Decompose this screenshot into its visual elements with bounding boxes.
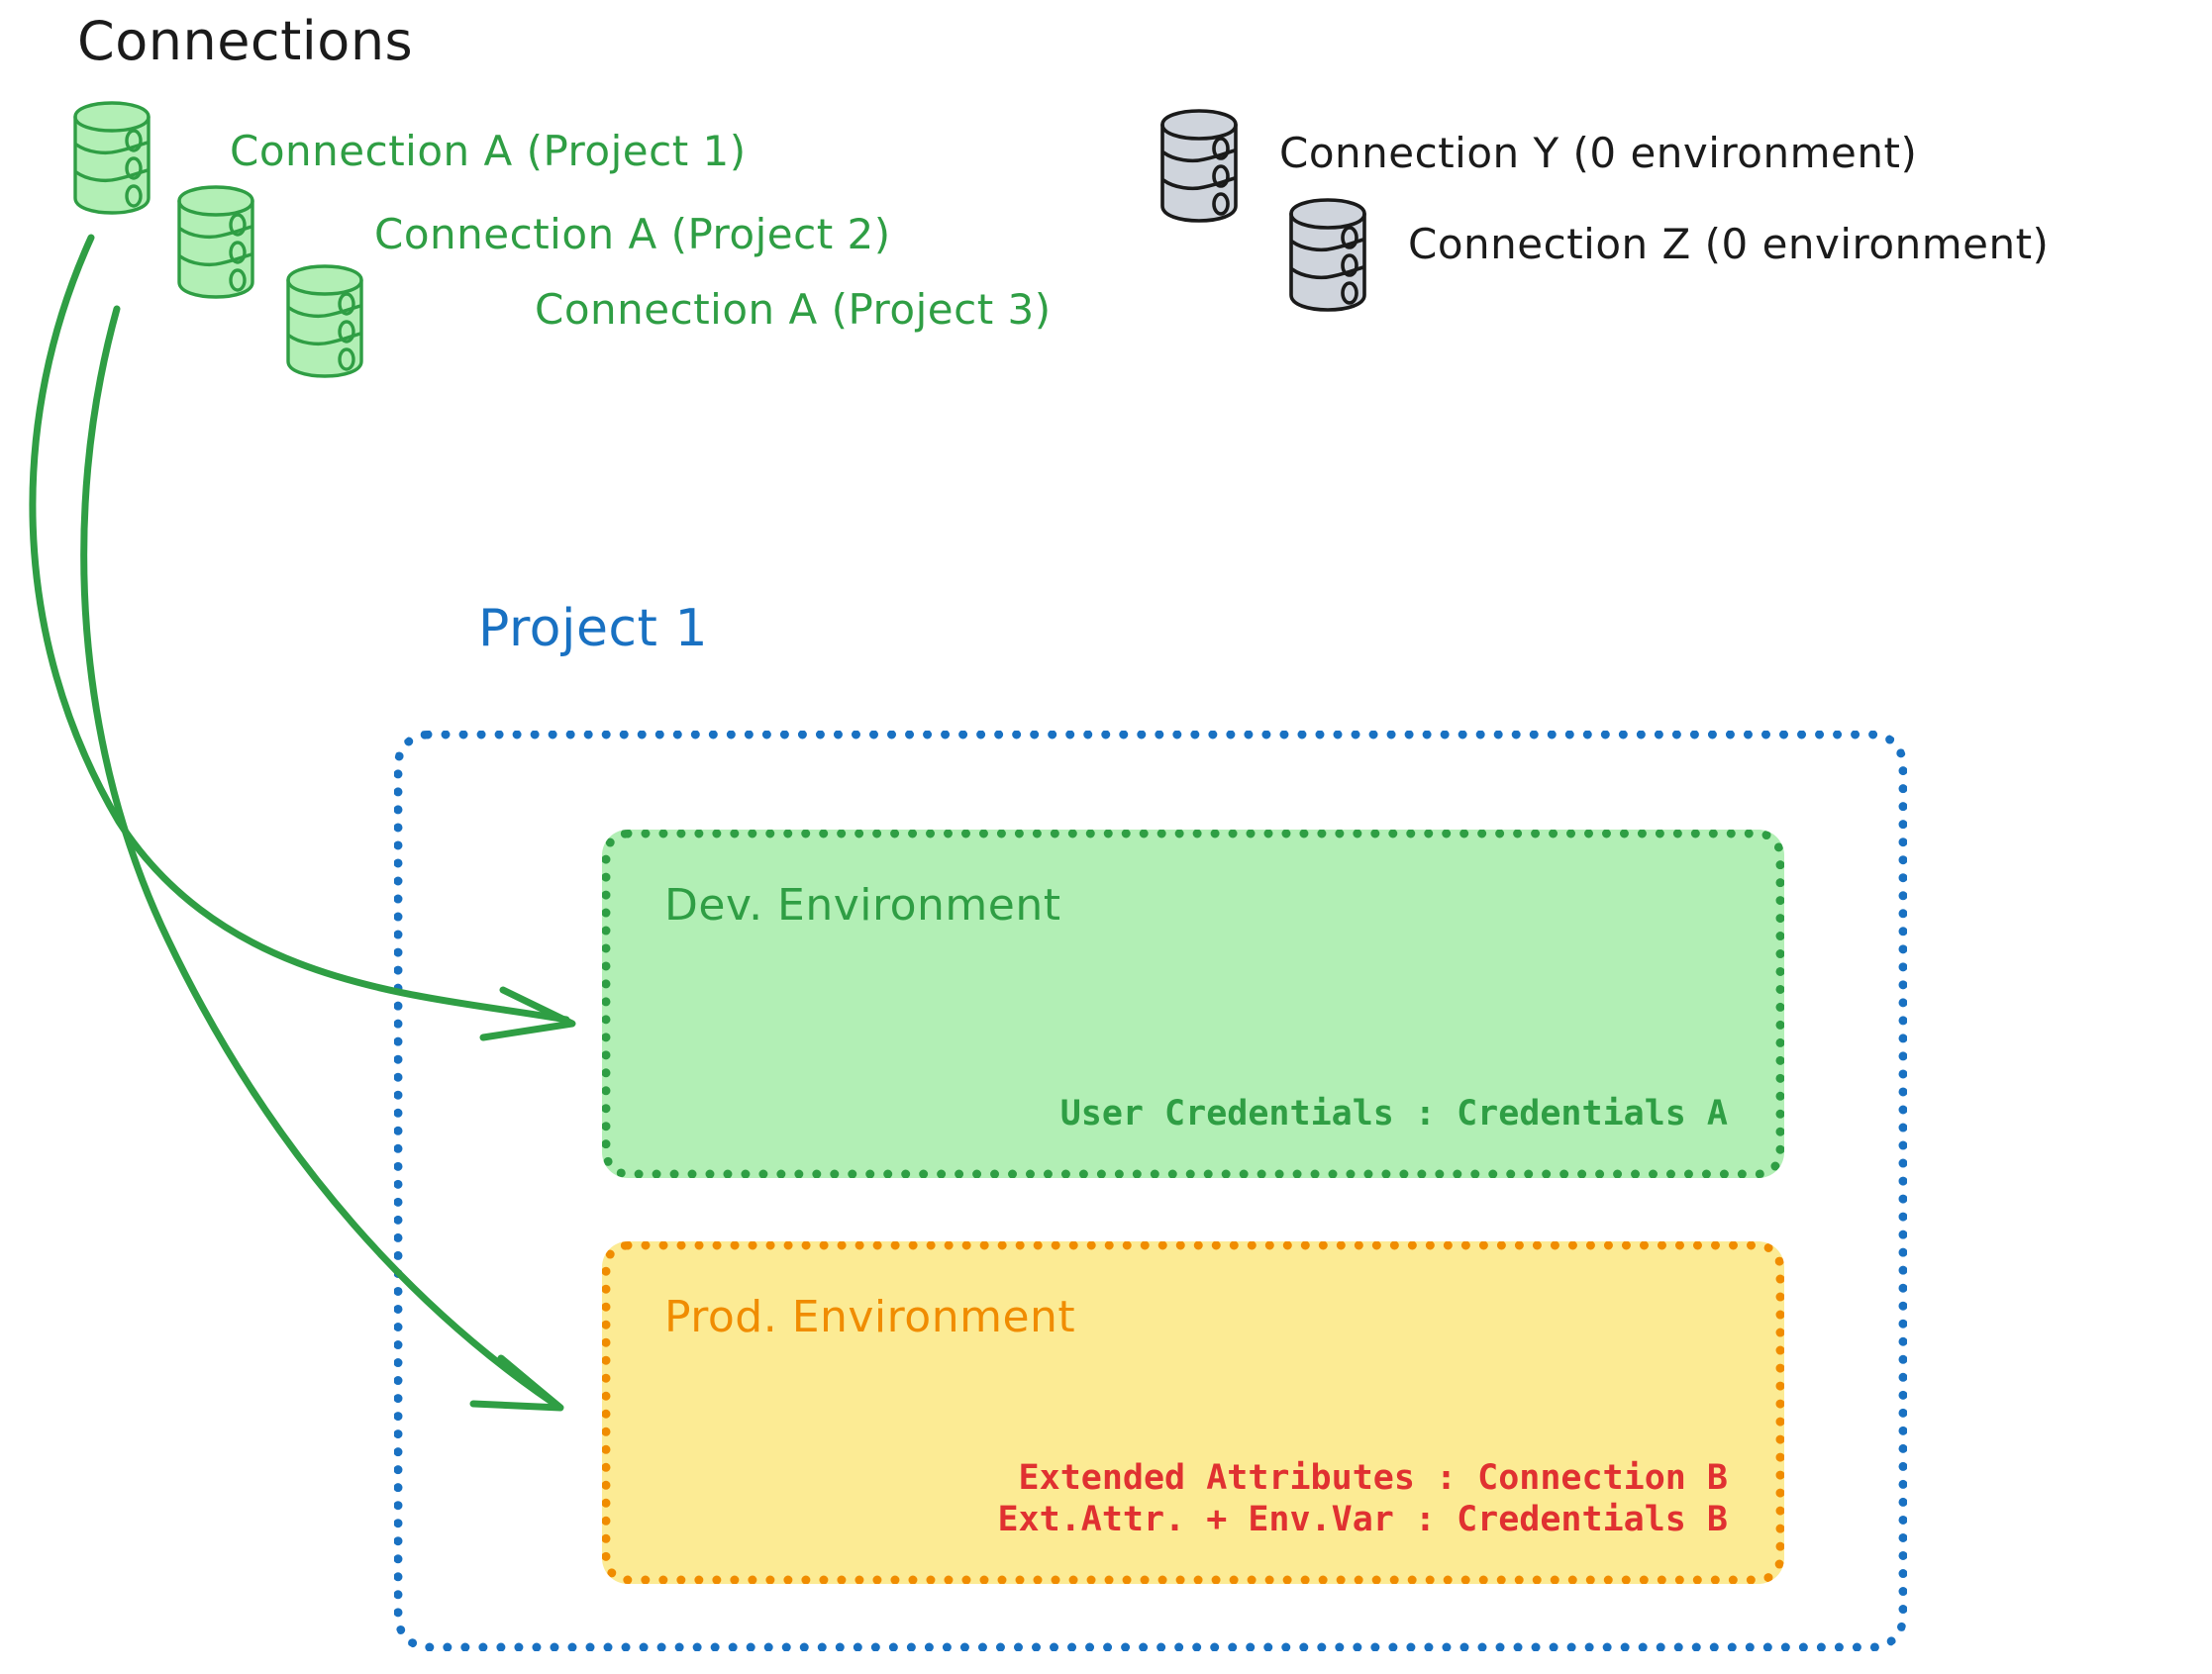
prod-environment-title: Prod. Environment [664,1292,1076,1342]
database-icon-connection-a-project-3[interactable] [282,262,367,381]
database-icon-connection-y[interactable] [1156,107,1242,226]
prod-environment-line-1: Extended Attributes : Connection B [1018,1457,1728,1498]
connection-label-a-project-3: Connection A (Project 3) [535,285,1052,334]
prod-environment-box[interactable]: Prod. Environment Extended Attributes : … [602,1241,1784,1584]
dev-environment-credentials: User Credentials : Credentials A [1059,1094,1728,1134]
connection-label-a-project-1: Connection A (Project 1) [230,127,747,175]
dev-environment-box[interactable]: Dev. Environment User Credentials : Cred… [602,830,1784,1178]
prod-environment-line-2: Ext.Attr. + Env.Var : Credentials B [997,1500,1728,1540]
prod-environment-attributes: Extended Attributes : Connection B Ext.A… [997,1457,1728,1541]
dev-environment-title: Dev. Environment [664,880,1061,931]
database-icon-connection-z[interactable] [1285,196,1370,315]
connection-label-z: Connection Z (0 environment) [1408,220,2050,268]
database-icon-connection-a-project-1[interactable] [69,99,154,218]
database-icon-connection-a-project-2[interactable] [173,183,258,302]
connection-label-y: Connection Y (0 environment) [1279,129,1918,177]
connection-label-a-project-2: Connection A (Project 2) [374,210,891,258]
page-title: Connections [77,10,414,72]
project-title: Project 1 [478,599,709,658]
